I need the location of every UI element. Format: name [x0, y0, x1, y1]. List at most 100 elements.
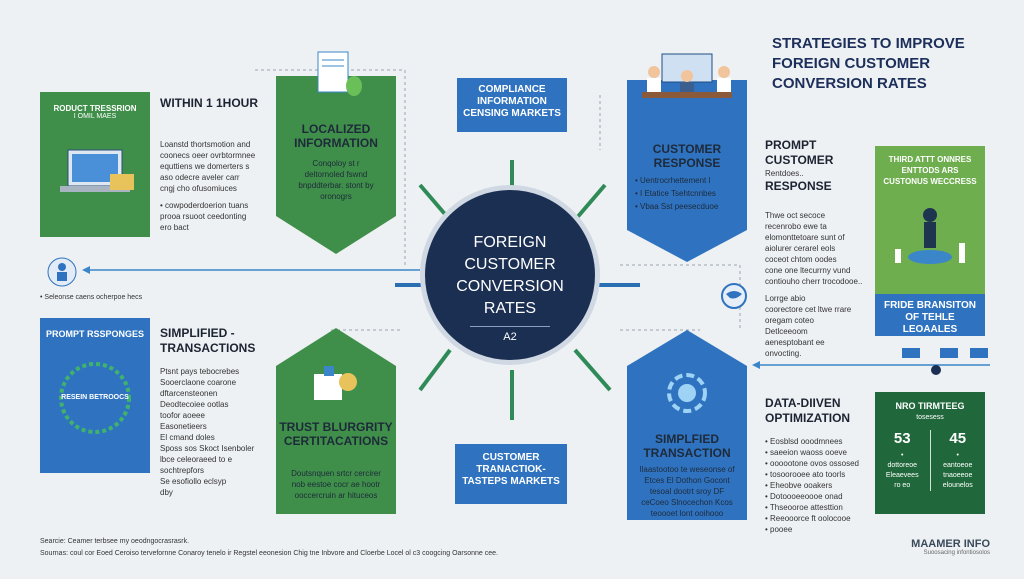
prompt-right-line: contiouho cherr trocodooe..	[765, 277, 863, 286]
center-line-3: CONVERSION	[456, 278, 564, 295]
trust-card: TRUST BLURGRITY CERTITACATIONS Doutsnque…	[276, 328, 396, 514]
customer-response-shape	[627, 80, 747, 262]
localized-title: LOCALIZED INFORMATION	[294, 122, 378, 150]
simplified-right-shape	[627, 330, 747, 520]
simplified-left-item: sochtrepfors	[160, 466, 205, 475]
left-figure-icon	[47, 257, 77, 287]
prompt-left-sub: RESEIN BETROOCS	[61, 394, 129, 401]
center-code: A2	[470, 326, 550, 343]
data-driven-item: saeeion waoss ooeve	[765, 447, 875, 458]
non-terms-right-line: eantoeoe	[943, 462, 973, 469]
data-driven-item: Thseooroe attesttion	[765, 502, 875, 513]
brand-sub: Suoosacing infontiosolos	[923, 550, 990, 556]
within-title: WITHIN 1 1HOUR	[160, 96, 259, 110]
document-plant-icon	[317, 51, 362, 96]
non-terms-right-line: elounelos	[942, 482, 973, 489]
prompt-right-line: cone one ltecurrny vund	[765, 266, 851, 275]
within-line: prooa rsuoot ceedonting	[160, 212, 247, 221]
within-line: Loanstd thortsmotion and	[160, 140, 251, 149]
within-line: ero bact	[160, 223, 189, 232]
non-terms-right-line: tnaoeeoe	[943, 472, 973, 479]
brand: MAAMER INFO Suoosacing infontiosolos	[880, 538, 990, 556]
simplified-left-item: Se esofiollo eclsyp	[160, 477, 227, 486]
prompt-right-line: aenesptobant ee	[765, 338, 825, 347]
customer-response-title: CUSTOMER RESPONSE	[652, 142, 722, 170]
customer-response-item: • I Etatice Tsehtcnnbes	[635, 189, 716, 198]
prompt-right-line: coceot chtom oodes	[765, 255, 837, 264]
simplified-left-item: dby	[160, 488, 173, 497]
compliance-title: COMPLIANCE INFORMATION CENSING MARKETS	[463, 84, 561, 119]
prompt-right-line: aiolurer cerarel eols	[765, 244, 836, 253]
circular-progress-icon	[59, 362, 131, 434]
non-terms-box: NRO TIRMTEEG tosesess 53 • dottoreoe Ele…	[875, 392, 985, 514]
localized-sub: Conqoloy st r deltornoled fswnd bnpddter…	[298, 159, 374, 201]
prompt-right-sub: Rentdoes..	[765, 169, 804, 178]
prompt-right-line: Thwe oct secoce	[765, 211, 826, 220]
center-line-4: RATES	[483, 300, 537, 317]
center-hub: FOREIGN CUSTOMER CONVERSION RATES A2	[420, 185, 600, 365]
product-box-title: RODUCT TRESSRION	[53, 104, 137, 113]
prompt-left-box: PROMPT RSSPONGES RESEIN BETROOCS	[40, 318, 150, 473]
source-line-2: Sournas: coul cor Eoed Ceroiso terveforn…	[40, 550, 498, 557]
product-box: RODUCT TRESSRION I OMIL MAES	[40, 92, 150, 237]
simplified-left-item: lbce celeoraeed to e	[160, 455, 233, 464]
data-driven-item: oooootone ovos ossosed	[765, 458, 875, 469]
center-line-1: FOREIGN	[473, 234, 547, 251]
data-driven-item: Dotoooeeoooe onad	[765, 491, 875, 502]
prompt-right-line: oregam coteo	[765, 316, 814, 325]
prompt-right-line: Lorrge abio	[765, 294, 806, 303]
brand-name: MAAMER INFO	[911, 538, 990, 550]
prompt-right-line: onvocting.	[765, 349, 802, 358]
customer-transaction-box: CUSTOMER TRANACTIOK- TASTEPS MARKETS	[455, 444, 567, 504]
simplified-left-item: El cmand doles	[160, 433, 215, 442]
center-line-2: CUSTOMER	[464, 256, 556, 273]
customer-response-item: • Uentrocrhettement l	[635, 176, 711, 185]
simplified-right-sub: Ilaastootoo te weseonse of Etces El Doth…	[639, 465, 735, 518]
prompt-right-line: Detlceeoom	[765, 327, 808, 336]
simplified-left-block: SIMPLIFIED - TRANSACTIONS Ptsnt pays teb…	[160, 326, 270, 498]
globe-icon	[721, 283, 747, 309]
data-driven-block: DATA-DIIVEN OPTIMIZATION Eosblsd ooodmne…	[765, 396, 875, 535]
simplified-left-item: Easonetieers	[160, 422, 207, 431]
person-chart-icon	[895, 208, 965, 264]
within-line: coonecs oeer ovrbtormnee	[160, 151, 256, 160]
within-line: equttiens we domerters s	[160, 162, 250, 171]
cycle-dollar-icon	[667, 373, 707, 413]
data-driven-item: Eheobve ooakers	[765, 480, 875, 491]
simplified-right-card: SIMPLFIED TRANSACTION Ilaastootoo te wes…	[627, 330, 747, 520]
prompt-right-line: recenrobo ewe ta	[765, 222, 827, 231]
prompt-right-title: PROMPT CUSTOMER	[765, 138, 834, 167]
non-terms-right-line: •	[956, 452, 959, 459]
data-driven-item: Reeooorce ft oolocooe	[765, 513, 875, 524]
sources: Searcie: Ceamer terbsee my oeodngocrasra…	[40, 536, 860, 560]
simplified-left-item: Ptsnt pays tebocrebes	[160, 367, 240, 376]
left-circle-caption: • Seleonse caens ocherpoe hecs	[40, 294, 143, 301]
product-box-sub: I OMIL MAES	[73, 113, 117, 120]
non-terms-left-line: Eleaevees	[885, 472, 919, 479]
third-party-box: THIRD ATTT ONNRES ENTTODS ARS CUSTONUS W…	[875, 146, 985, 336]
server-icons	[902, 348, 988, 375]
data-driven-title: DATA-DIIVEN OPTIMIZATION	[765, 396, 851, 425]
third-party-title: THIRD ATTT ONNRES ENTTODS ARS CUSTONUS W…	[883, 155, 977, 186]
non-terms-right-number: 45	[949, 430, 967, 447]
within-line: cngj cho ofusomiuces	[160, 184, 237, 193]
non-terms-sub: tosesess	[916, 414, 944, 421]
non-terms-left-line: •	[901, 452, 904, 459]
simplified-left-item: Sooerclaone coarone	[160, 378, 237, 387]
prompt-right-line: elomonttetoare sunt of	[765, 233, 845, 242]
non-terms-left-number: 53	[893, 430, 911, 447]
customer-response-card: CUSTOMER RESPONSE • Uentrocrhettement l …	[627, 53, 747, 262]
localized-shape	[276, 76, 396, 254]
prompt-right-line: coorectore cet ltwe rrare	[765, 305, 852, 314]
within-line: • cowpoderdoerion tuans	[160, 201, 249, 210]
within-line: aso odecre aveler carr	[160, 173, 240, 182]
simplified-left-title: SIMPLIFIED - TRANSACTIONS	[160, 326, 256, 355]
source-line-1: Searcie: Ceamer terbsee my oeodngocrasra…	[40, 538, 190, 545]
meeting-people-icon	[642, 53, 732, 98]
prompt-right-title-2: RESPONSE	[765, 179, 832, 193]
simplified-left-item: dftarcensteonen	[160, 389, 218, 398]
non-terms-left-line: ro eo	[894, 482, 911, 489]
trust-title: TRUST BLURGRITY CERTITACATIONS	[279, 420, 393, 448]
compliance-box: COMPLIANCE INFORMATION CENSING MARKETS	[457, 78, 567, 132]
